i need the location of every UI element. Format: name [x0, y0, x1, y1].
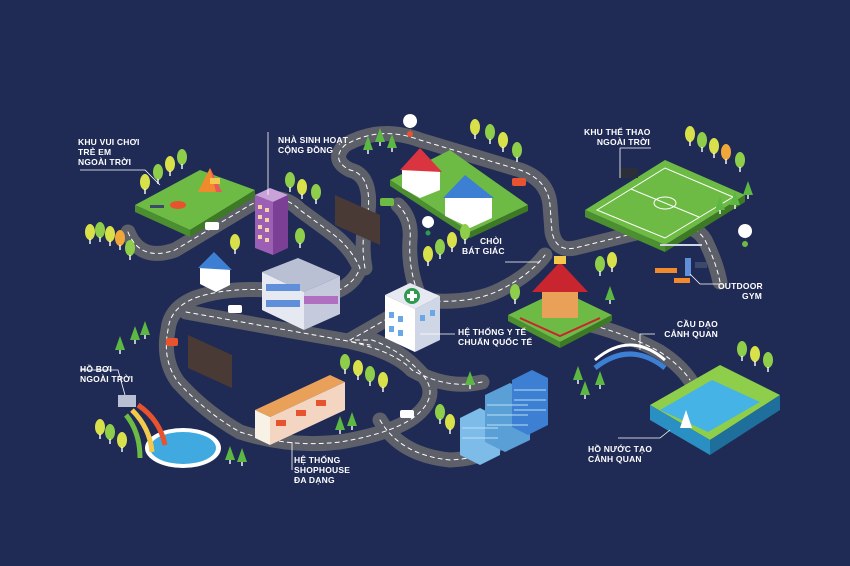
swimming-pool	[118, 395, 221, 468]
office-building	[262, 258, 340, 330]
leader-lines	[80, 132, 723, 470]
landscape-bridge	[593, 343, 667, 370]
shophouse-row	[255, 375, 345, 445]
community-tower	[255, 188, 288, 255]
map-pin-icons	[403, 114, 753, 252]
hospital-building	[385, 283, 440, 352]
residential-lawn	[390, 148, 528, 238]
gym-equipment	[655, 244, 707, 283]
solar-panels	[188, 195, 380, 388]
vehicles	[166, 178, 526, 418]
sports-field	[585, 160, 745, 252]
octagonal-pavilion	[508, 256, 612, 348]
small-house	[198, 252, 232, 292]
high-rise-towers	[460, 370, 548, 465]
landscape-lake	[650, 365, 780, 455]
